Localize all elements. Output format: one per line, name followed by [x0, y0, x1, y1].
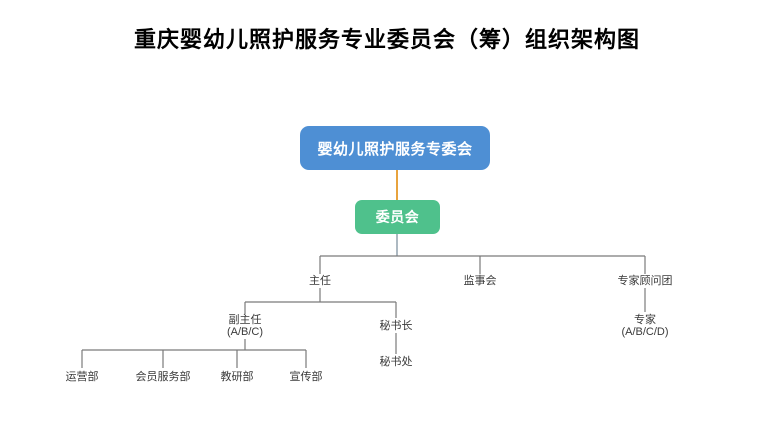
node-secretariat[interactable]: 秘书处 [379, 355, 413, 368]
node-director[interactable]: 主任 [309, 274, 331, 287]
node-root[interactable]: 婴幼儿照护服务专委会 [300, 126, 490, 170]
node-vicedirector-sublabel: (A/B/C) [226, 326, 264, 338]
node-expert[interactable]: 专家 (A/B/C/D) [621, 314, 668, 339]
node-advisory[interactable]: 专家顾问团 [617, 274, 673, 287]
node-secgeneral[interactable]: 秘书长 [379, 319, 413, 332]
node-publicity[interactable]: 宣传部 [289, 370, 323, 383]
node-expert-sublabel: (A/B/C/D) [621, 326, 669, 338]
node-expert-label: 专家 [634, 313, 656, 326]
node-committee[interactable]: 委员会 [355, 200, 440, 234]
node-supervisor[interactable]: 监事会 [463, 274, 497, 287]
node-vicedirector[interactable]: 副主任 (A/B/C) [227, 314, 263, 339]
node-research[interactable]: 教研部 [220, 370, 254, 383]
node-membership[interactable]: 会员服务部 [135, 370, 191, 383]
page-title: 重庆婴幼儿照护服务专业委员会（筹）组织架构图 [133, 28, 640, 53]
node-vicedirector-label: 副主任 [228, 313, 262, 326]
node-operations[interactable]: 运营部 [65, 370, 99, 383]
